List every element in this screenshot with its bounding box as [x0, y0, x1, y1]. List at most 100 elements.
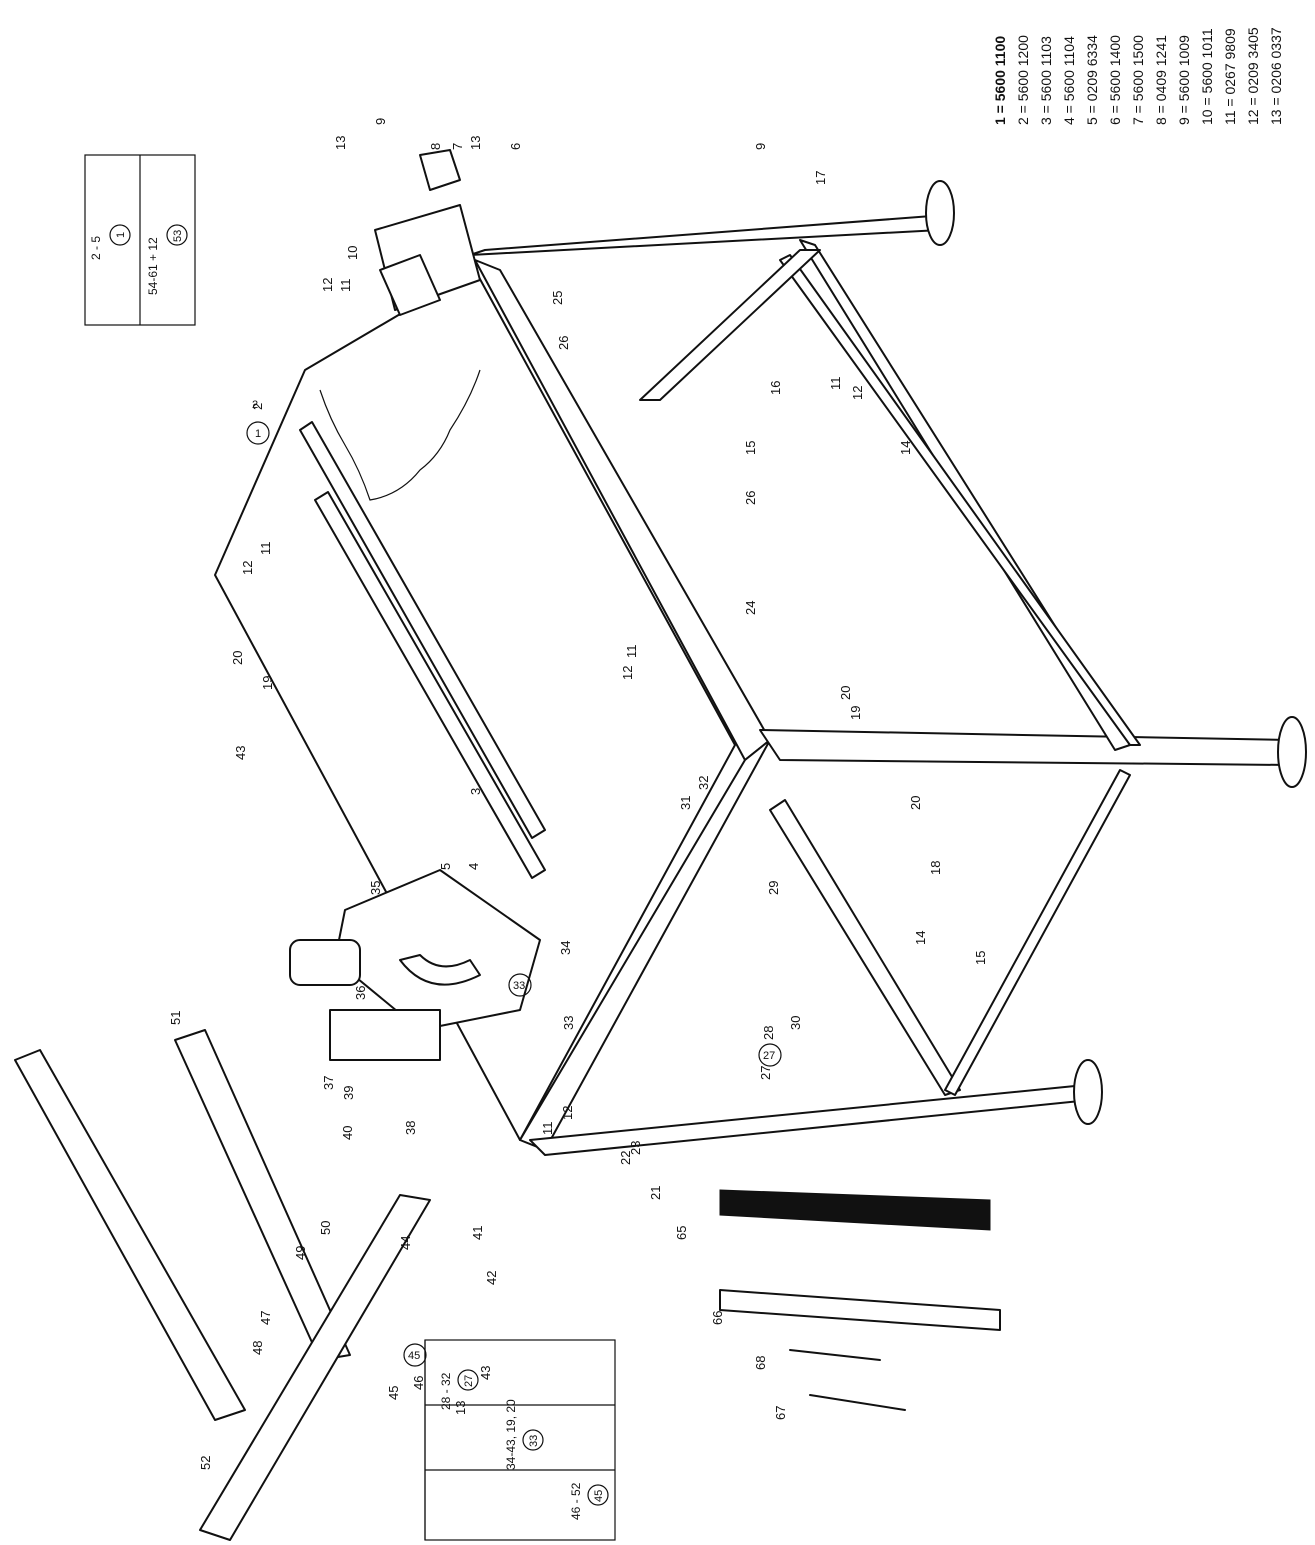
group-number: 33: [528, 1435, 540, 1447]
callout: 29: [766, 881, 781, 895]
part-number-entry: 10 = 5600 1011: [1199, 28, 1215, 125]
callout: 47: [258, 1311, 273, 1325]
callout: 52: [198, 1456, 213, 1470]
callout: 50: [318, 1221, 333, 1235]
circled-label: 27: [763, 1050, 775, 1062]
tools: [719, 1189, 1001, 1411]
callout: 3: [468, 788, 483, 795]
circled-label: 2: [252, 399, 258, 411]
callout: 17: [813, 171, 828, 185]
callout: 40: [340, 1126, 355, 1140]
callout: 27: [758, 1066, 773, 1080]
callout: 38: [403, 1121, 418, 1135]
callout: 10: [345, 246, 360, 260]
callout: 41: [470, 1226, 485, 1240]
frame-legs: [469, 180, 1307, 1156]
group-range: 2 - 5: [89, 236, 103, 260]
callout: 18: [928, 861, 943, 875]
callout: 66: [710, 1311, 725, 1325]
part-number-entry: 12 = 0209 3405: [1245, 27, 1261, 125]
group-range: 28 - 32: [439, 1372, 453, 1410]
group-number: 1: [115, 232, 127, 238]
part-number-entry: 6 = 5600 1400: [1107, 35, 1123, 125]
callout: 44: [398, 1236, 413, 1250]
callout: 21: [648, 1186, 663, 1200]
group-range: 34-43, 19, 20: [504, 1399, 518, 1470]
callout: 30: [788, 1016, 803, 1030]
group-range: 46 - 52: [569, 1482, 583, 1520]
callout: 12: [850, 386, 865, 400]
group-number: 45: [593, 1490, 605, 1502]
callout: 48: [250, 1341, 265, 1355]
callout: 11: [258, 542, 273, 556]
callout: 12: [620, 666, 635, 680]
callout: 33: [561, 1016, 576, 1030]
callout: 43: [478, 1366, 493, 1380]
callout: 26: [556, 336, 571, 350]
callout: 2: [250, 403, 265, 410]
callout: 34: [558, 941, 573, 955]
callout: 20: [908, 796, 923, 810]
callout: 6: [508, 143, 523, 150]
callout: 45: [386, 1386, 401, 1400]
part-number-entry: 8 = 0409 1241: [1153, 35, 1169, 125]
part-number-entry: 9 = 5600 1009: [1176, 35, 1192, 125]
callout: 19: [260, 676, 275, 690]
callout: 11: [624, 645, 639, 659]
callout: 4: [466, 863, 481, 870]
callout: 46: [411, 1376, 426, 1390]
part-number-list: 1 = 5600 1100 2 = 5600 1200 3 = 5600 110…: [992, 27, 1284, 125]
callout: 16: [768, 381, 783, 395]
callout: 65: [674, 1226, 689, 1240]
callout: 36: [353, 986, 368, 1000]
callout: 12: [560, 1106, 575, 1120]
part-number-entry: 7 = 5600 1500: [1130, 35, 1146, 125]
callout: 13: [468, 136, 483, 150]
callout: 14: [913, 931, 928, 945]
callout: 22: [618, 1151, 633, 1165]
callout: 23: [628, 1141, 643, 1155]
callout: 42: [484, 1271, 499, 1285]
callout: 19: [848, 706, 863, 720]
callout: 9: [753, 143, 768, 150]
group-box-bottom: 28 - 32 27 34-43, 19, 20 33 46 - 52 45: [424, 1339, 616, 1541]
callout: 25: [550, 291, 565, 305]
callout: 9: [373, 118, 388, 125]
callout: 20: [838, 686, 853, 700]
circled-label: 33: [513, 980, 525, 992]
callout: 39: [341, 1086, 356, 1100]
fence-rails: [14, 1029, 431, 1541]
callout: 5: [438, 863, 453, 870]
part-number-entry: 3 = 5600 1103: [1038, 36, 1054, 125]
part-number-entry: 4 = 5600 1104: [1061, 36, 1077, 125]
circled-label: 1: [255, 428, 261, 440]
group-range: 54-61 + 12: [146, 237, 160, 295]
callout: 12: [320, 278, 335, 292]
group-number: 53: [172, 230, 184, 242]
callout: 67: [773, 1406, 788, 1420]
callout: 32: [696, 776, 711, 790]
callout: 26: [743, 491, 758, 505]
mitre-guide: [289, 869, 541, 1061]
part-number-entry: 13 = 0206 0337: [1268, 27, 1284, 125]
callout: 11: [338, 279, 353, 293]
circled-label: 45: [408, 1350, 420, 1362]
callout: 68: [753, 1356, 768, 1370]
callout: 13: [333, 136, 348, 150]
callout: 49: [293, 1246, 308, 1260]
callout: 24: [743, 601, 758, 615]
part-number-entry: 2 = 5600 1200: [1015, 35, 1031, 125]
table-top-plate: [214, 259, 771, 1151]
callout: 31: [678, 796, 693, 810]
group-number: 27: [463, 1375, 475, 1387]
callout: 7: [450, 143, 465, 150]
callout: 20: [230, 651, 245, 665]
part-number-entry: 5 = 0209 6334: [1084, 35, 1100, 125]
callout: 37: [321, 1076, 336, 1090]
top-bracket: [374, 149, 481, 316]
callout: 13: [453, 1401, 468, 1415]
callout: 14: [898, 441, 913, 455]
callout: 11: [540, 1122, 555, 1136]
callout: 28: [761, 1026, 776, 1040]
